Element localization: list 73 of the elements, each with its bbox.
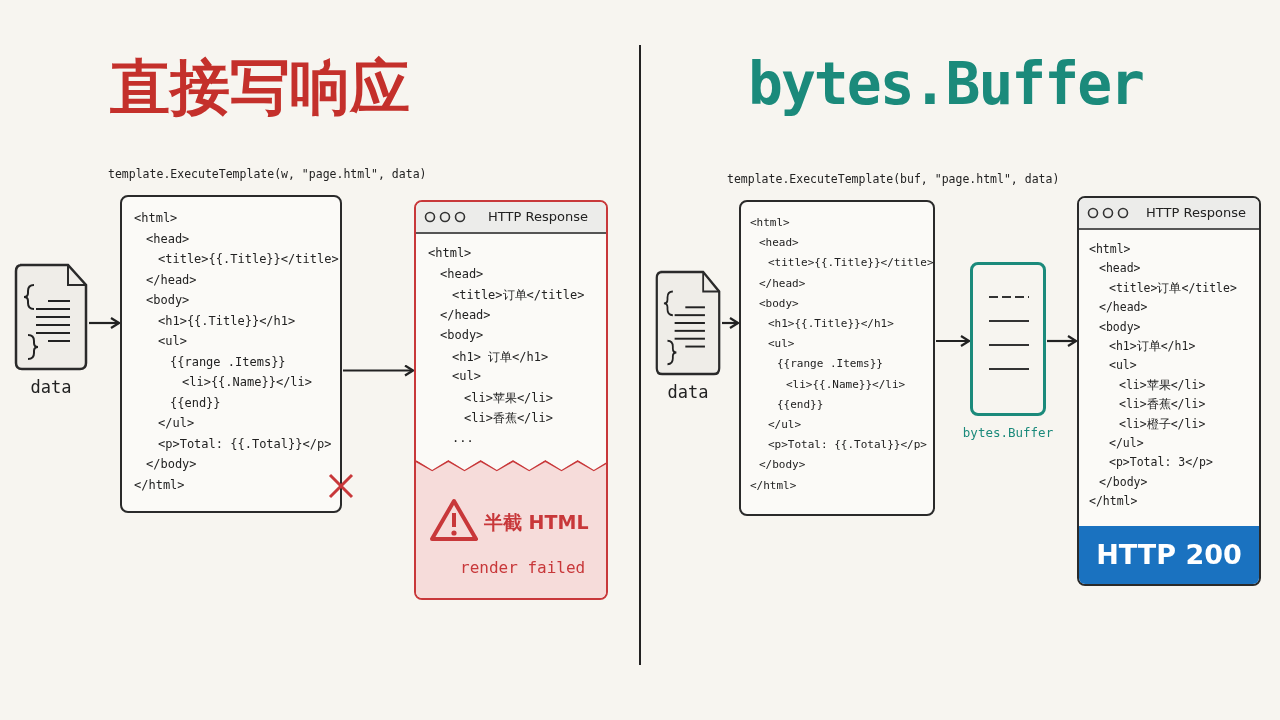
browser-window (1077, 196, 1261, 586)
code-line: <body> (1099, 319, 1141, 334)
code-line: <head> (759, 236, 799, 250)
code-line: </body> (1099, 474, 1148, 489)
code-line: <ul> (1109, 358, 1137, 373)
section-heading: bytes.Buffer (748, 50, 1144, 118)
code-line: <html> (1089, 242, 1131, 256)
code-line: <h1> 订单</h1> (452, 348, 549, 366)
code-line: ... (452, 430, 474, 445)
code-line: </head> (440, 307, 491, 322)
code-line: <title>{{.Title}}</title> (768, 256, 934, 270)
code-box (739, 200, 935, 516)
function-call: template.ExecuteTemplate(w, "page.html", data) (108, 167, 427, 181)
code-line: <li>{{.Name}}</li> (182, 375, 313, 389)
error-title: 半截 HTML (484, 510, 589, 535)
code-line: <body> (759, 296, 799, 310)
code-line: <li>橙子</li> (1119, 416, 1206, 432)
code-line: {{end}} (170, 395, 221, 410)
code-line: <li>苹果</li> (464, 389, 554, 407)
code-line: <p>Total: {{.Total}}</p> (158, 436, 332, 451)
code-line: <h1>订单</h1> (1109, 339, 1196, 354)
code-line: </body> (759, 458, 806, 472)
code-line: <head> (440, 266, 484, 281)
status-banner: HTTP 200 (1079, 526, 1259, 584)
code-line: <html> (134, 211, 178, 225)
code-line: </head> (146, 272, 197, 287)
code-line: <title>订单</title> (452, 287, 585, 304)
error-message: render failed (460, 558, 586, 577)
arrow (722, 316, 740, 330)
code-line: </head> (759, 276, 806, 290)
code-line: </html> (750, 478, 797, 492)
code-line: <li>香蕉</li> (464, 410, 554, 427)
code-box (120, 195, 342, 513)
code-line: <ul> (158, 334, 187, 348)
arrow (936, 334, 971, 348)
code-line: <h1>{{.Title}}</h1> (768, 317, 894, 330)
code-line: <ul> (768, 337, 795, 351)
code-line: <li>香蕉</li> (1119, 397, 1206, 413)
arrow (343, 364, 415, 377)
code-line: {{range .Items}} (777, 357, 883, 371)
code-line: </ul> (158, 416, 195, 430)
code-line: <html> (428, 246, 472, 260)
browser-window (414, 200, 608, 600)
code-line: <ul> (452, 369, 481, 383)
file-label: data (667, 382, 709, 402)
code-line: </html> (134, 477, 185, 492)
code-line: <body> (146, 293, 190, 307)
window-title: HTTP Response (1145, 205, 1247, 220)
code-line: </ul> (768, 418, 802, 431)
file-label: data (30, 377, 72, 397)
code-line: <h1>{{.Title}}</h1> (158, 313, 296, 328)
code-line: <body> (440, 328, 484, 342)
code-line: <p>Total: {{.Total}}</p> (768, 438, 927, 452)
code-line: <title>{{.Title}}</title> (158, 252, 339, 266)
buffer-label: bytes.Buffer (962, 425, 1054, 440)
code-line: </body> (146, 457, 197, 471)
code-line: </html> (1089, 494, 1138, 509)
code-line: </ul> (1109, 436, 1144, 450)
code-line: <title>订单</title> (1109, 280, 1237, 296)
code-line: <p>Total: 3</p> (1109, 455, 1213, 470)
code-line: </head> (1099, 300, 1148, 315)
code-line: {{end}} (777, 397, 824, 411)
code-line: <li>苹果</li> (1119, 377, 1206, 393)
code-line: <head> (146, 231, 190, 246)
function-call: template.ExecuteTemplate(buf, "page.html", data) (727, 172, 1060, 186)
code-line: <html> (750, 216, 790, 229)
window-title: HTTP Response (487, 209, 589, 224)
arrow (1047, 334, 1078, 348)
code-line: <head> (1099, 261, 1141, 276)
code-line: <li>{{.Name}}</li> (786, 377, 906, 391)
section-heading: 直接写响应 (110, 51, 410, 124)
arrow (89, 316, 121, 330)
code-line: {{range .Items}} (170, 354, 286, 369)
